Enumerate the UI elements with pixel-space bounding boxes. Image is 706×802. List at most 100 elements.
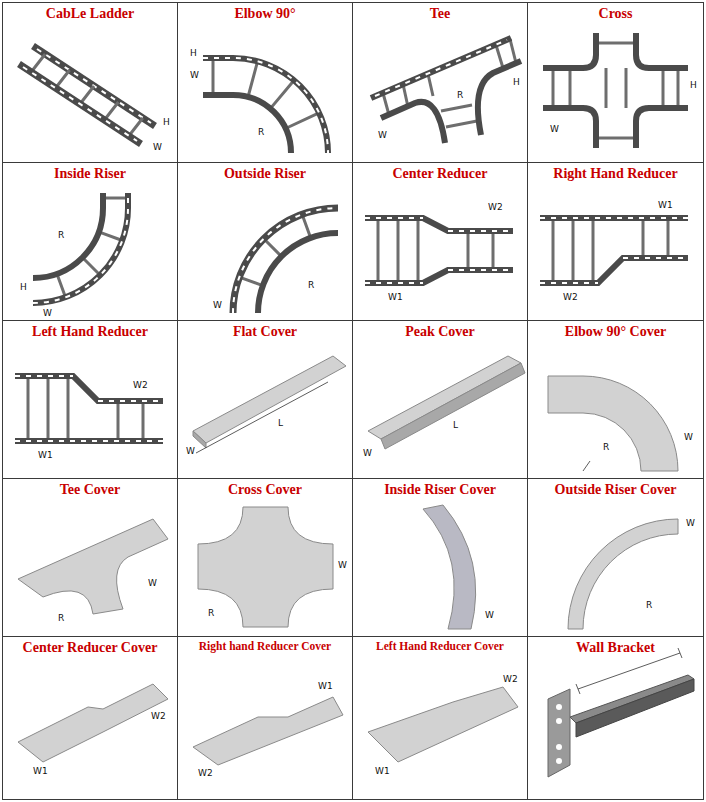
- dimension-label: H: [190, 49, 197, 58]
- dimension-label: W1: [33, 767, 48, 776]
- flat-cover-drawing-part: [196, 382, 328, 453]
- inside-riser-drawing-part: [33, 193, 103, 278]
- peak-cover-drawing: [368, 356, 525, 449]
- catalog-cell: Peak Cover: [352, 320, 528, 479]
- outside-riser-drawing-part: [258, 233, 338, 313]
- title-row: Flat Cover: [178, 321, 352, 340]
- catalog-cell: CabLe Ladder: [2, 2, 178, 163]
- catalog-cell: Wall Bracket: [527, 636, 704, 800]
- elbow-cover-drawing: [548, 376, 678, 471]
- dimension-label: H: [20, 283, 27, 292]
- left-hand-reducer-cover-drawing: [368, 687, 518, 762]
- title-row: Cross: [528, 3, 703, 22]
- left-hand-reducer-drawing-part: [15, 376, 163, 401]
- dimension-label: W2: [563, 293, 578, 302]
- dimension-label: W: [190, 71, 199, 80]
- tee-cover-drawing: [18, 519, 168, 614]
- part-title: Left Hand Reducer: [32, 324, 148, 339]
- dimension-label: W: [148, 579, 157, 588]
- wall-bracket-drawing-part: [556, 744, 562, 750]
- left-hand-reducer-drawing-part: [15, 376, 163, 401]
- catalog-cell: Cross: [527, 2, 704, 163]
- center-reducer-cover-drawing: [18, 684, 168, 762]
- dimension-label: W: [684, 433, 693, 442]
- elbow-cover-drawing-part: [583, 461, 590, 471]
- dimension-label: W: [186, 447, 195, 456]
- dimension-label: W2: [488, 203, 503, 212]
- dimension-label: R: [258, 128, 264, 137]
- peak-cover-drawing-part: [381, 363, 525, 449]
- elbow-drawing-part: [203, 58, 328, 153]
- dimension-label: R: [58, 231, 64, 240]
- elbow-drawing-part: [203, 58, 328, 153]
- flat-cover-drawing-part: [193, 431, 206, 448]
- outside-riser-cover-drawing: [568, 519, 678, 629]
- dimension-label: H: [513, 78, 520, 87]
- left-hand-reducer-drawing-part: [15, 438, 163, 444]
- title-row: Left Hand Reducer Cover: [353, 637, 527, 653]
- inside-riser-cover-drawing: [423, 505, 476, 629]
- catalog-cell: Inside Riser: [2, 162, 178, 321]
- part-title: Center Reducer Cover: [23, 640, 158, 655]
- dimension-label: W: [213, 301, 222, 310]
- part-title: Right Hand Reducer: [553, 166, 677, 181]
- wall-bracket-drawing-part: [556, 758, 562, 764]
- cross-drawing-part: [636, 33, 688, 68]
- outside-riser-drawing-part: [233, 208, 338, 313]
- catalog-cell: Flat Cover: [177, 320, 353, 479]
- title-row: Tee Cover: [3, 479, 177, 498]
- dimension-label: W: [43, 309, 52, 318]
- title-row: Cross Cover: [178, 479, 352, 498]
- center-reducer-drawing: [365, 218, 513, 283]
- dimension-label: W2: [198, 769, 213, 778]
- dimension-label: W1: [318, 682, 333, 691]
- title-row: Center Reducer Cover: [3, 637, 177, 656]
- dimension-label: R: [208, 609, 214, 618]
- catalog-cell: Outside Riser Cover: [527, 478, 704, 637]
- title-row: Outside Riser: [178, 163, 352, 182]
- dimension-label: W: [550, 125, 559, 134]
- center-reducer-drawing-part: [365, 270, 513, 283]
- wall-bracket-drawing-part: [570, 675, 694, 723]
- right-hand-reducer-drawing-part: [540, 215, 688, 221]
- part-title: Peak Cover: [405, 324, 475, 339]
- dimension-label: R: [603, 443, 609, 452]
- dimension-label: R: [457, 91, 463, 100]
- cross-drawing-part: [543, 108, 596, 148]
- dimension-label: W: [153, 143, 162, 152]
- title-row: Right hand Reducer Cover: [178, 637, 352, 653]
- title-row: Left Hand Reducer: [3, 321, 177, 340]
- dimension-label: W: [485, 611, 494, 620]
- cable-ladder-drawing-part: [31, 54, 143, 136]
- right-hand-reducer-cover-drawing-part: [193, 697, 343, 765]
- part-title: Cross: [599, 6, 633, 21]
- title-row: Inside Riser: [3, 163, 177, 182]
- tee-drawing-part: [478, 61, 521, 135]
- title-row: Tee: [353, 3, 527, 22]
- center-reducer-cover-drawing-part: [18, 684, 168, 762]
- center-reducer-drawing-part: [365, 270, 513, 283]
- center-reducer-drawing-part: [365, 218, 513, 231]
- wall-bracket-drawing-part: [556, 704, 562, 710]
- wall-bracket-drawing-part: [548, 689, 570, 777]
- peak-cover-drawing-part: [368, 356, 521, 439]
- right-hand-reducer-cover-drawing: [193, 697, 343, 765]
- cross-drawing: [543, 33, 688, 148]
- cross-drawing-part: [553, 43, 678, 138]
- title-row: Wall Bracket: [528, 637, 703, 656]
- part-title: Inside Riser: [54, 166, 126, 181]
- flat-cover-drawing: [193, 356, 346, 453]
- right-hand-reducer-drawing: [540, 218, 688, 283]
- right-hand-reducer-drawing-part: [540, 258, 688, 283]
- catalog-cell: Elbow 90°: [177, 2, 353, 163]
- part-title: Tee: [430, 6, 450, 21]
- dimension-label: W1: [38, 451, 53, 460]
- tee-cover-drawing-part: [18, 519, 168, 614]
- tee-drawing-part: [371, 38, 511, 98]
- title-row: Center Reducer: [353, 163, 527, 182]
- tee-drawing-part: [375, 40, 507, 96]
- right-hand-reducer-drawing-part: [540, 217, 688, 219]
- catalog-cell: Left Hand Reducer: [2, 320, 178, 479]
- outside-riser-drawing-part: [233, 208, 338, 313]
- title-row: Elbow 90°: [178, 3, 352, 22]
